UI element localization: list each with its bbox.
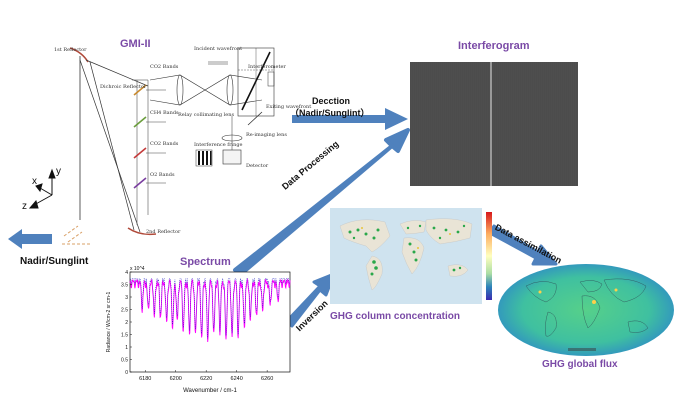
y-tick-label: 2 — [125, 320, 128, 326]
y-tick-label: 0.5 — [121, 358, 128, 364]
y-multiplier-label: x 10^4 — [130, 266, 145, 272]
x-tick-label: 6240 — [231, 376, 243, 382]
y-tick-label: 3.5 — [121, 283, 128, 289]
interferogram-image — [410, 62, 578, 186]
x-tick-label: 6200 — [170, 376, 182, 382]
ghg-column-map — [330, 208, 496, 308]
y-tick-label: 4 — [125, 270, 128, 276]
y-tick-label: 0 — [125, 370, 128, 376]
ghg-column-title: GHG column concentration — [330, 311, 460, 322]
interferogram-title: Interferogram — [458, 40, 530, 52]
spectrum-chart: x 10^4 0 0.5 1 1.5 2 2.5 3 3.5 4 6180 6200 6220 624… — [100, 262, 300, 396]
y-tick-label: 1.5 — [121, 333, 128, 339]
x-tick-label: 6180 — [139, 376, 151, 382]
y-tick-label: 2.5 — [121, 308, 128, 314]
ghg-flux-globe — [496, 262, 676, 362]
y-axis-label: Radiance / W/cm-2 sr cm-1 — [106, 292, 112, 353]
x-axis-label: Wavenumber / cm-1 — [183, 388, 237, 394]
y-tick-label: 1 — [125, 345, 128, 351]
detection-label-2: （Nadir/Sunglint） — [290, 106, 370, 119]
ghg-flux-title: GHG global flux — [542, 359, 618, 370]
y-tick-label: 3 — [125, 295, 128, 301]
detection-label-1: Decction — [312, 96, 350, 106]
x-tick-label: 6220 — [200, 376, 212, 382]
colorbar — [486, 212, 492, 300]
x-tick-label: 6260 — [261, 376, 273, 382]
